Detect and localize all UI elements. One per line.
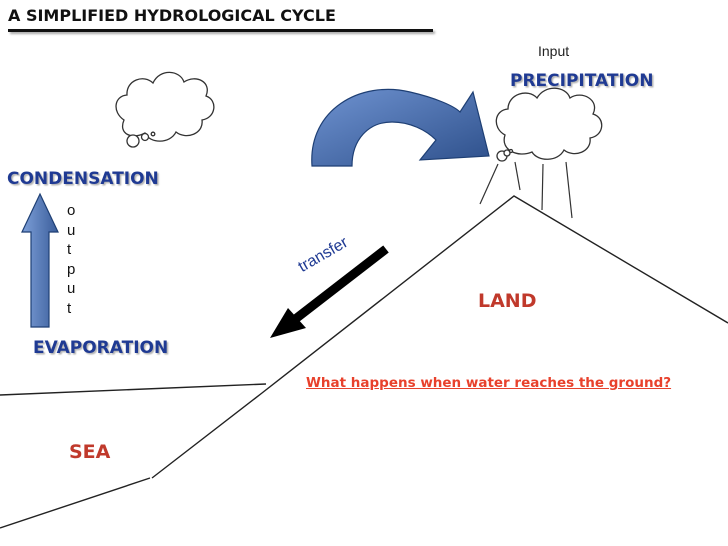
cloud-right-icon: [495, 87, 603, 162]
output-letter: u: [67, 280, 76, 297]
question-text: What happens when water reaches the grou…: [306, 375, 672, 391]
output-letter: u: [67, 221, 76, 239]
output-letter: t: [67, 299, 72, 317]
page-title: A SIMPLIFIED HYDROLOGICAL CYCLE: [8, 6, 336, 25]
output-vertical-word: o u t p u t: [67, 201, 75, 318]
evaporation-label: EVAPORATION: [33, 338, 169, 358]
curved-arrow-icon: [311, 88, 490, 167]
land-label: LAND: [478, 290, 537, 312]
rain-lines: [479, 161, 573, 219]
sea-surface-line: [0, 383, 267, 396]
condensation-label: CONDENSATION: [7, 169, 159, 189]
precipitation-label: PRECIPITATION: [510, 71, 654, 91]
output-letter: p: [67, 260, 76, 278]
cloud-left-icon: [115, 71, 215, 148]
up-arrow-icon: [21, 192, 59, 328]
title-underline: [8, 29, 433, 32]
output-letter: t: [67, 241, 72, 258]
sea-label: SEA: [69, 441, 111, 463]
input-label: Input: [538, 43, 570, 59]
land-mountain-outline: [151, 195, 728, 479]
output-letter: o: [67, 202, 76, 219]
transfer-arrow-icon: [270, 245, 389, 338]
seabed-line: [0, 477, 151, 529]
